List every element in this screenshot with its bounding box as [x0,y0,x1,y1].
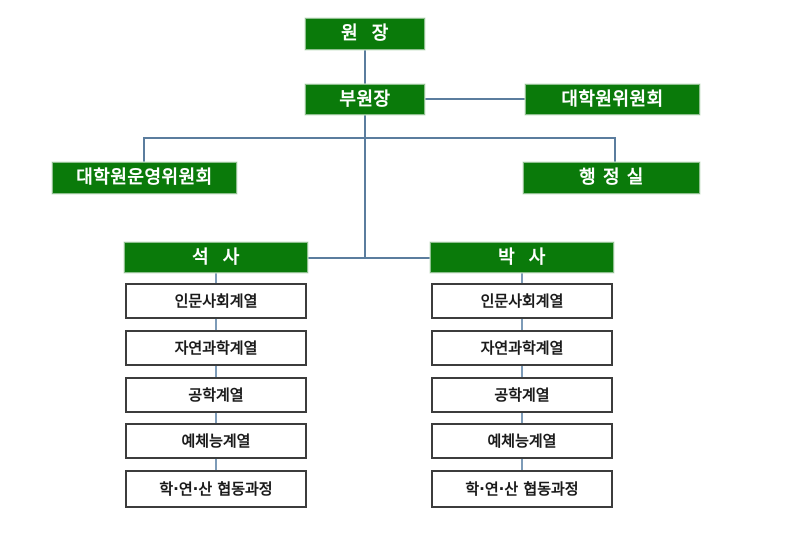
masters-program-box[interactable]: 인문사회계열 [125,283,307,319]
node-doctorate-label: 박 사 [498,246,546,268]
masters-program-box[interactable]: 자연과학계열 [125,330,307,366]
masters-program-box[interactable]: 학·연·산 협동과정 [125,470,307,508]
doctorate-program-box[interactable]: 학·연·산 협동과정 [431,470,613,508]
masters-program-label: 공학계열 [188,385,244,404]
masters-program-box[interactable]: 예체능계열 [125,423,307,459]
node-graduate-committee-label: 대학원위원회 [561,88,664,110]
connector-doctorate-spine [521,273,523,473]
doctorate-program-box[interactable]: 공학계열 [431,377,613,413]
connector-director-to-vice [364,50,366,84]
doctorate-program-label: 자연과학계열 [480,338,564,357]
masters-program-label: 자연과학계열 [174,338,258,357]
node-masters-label: 석 사 [192,246,240,268]
node-operating-committee[interactable]: 대학원운영위원회 [52,162,237,194]
connector-to-operating-committee [143,137,145,162]
doctorate-program-label: 학·연·산 협동과정 [465,479,579,498]
doctorate-program-label: 예체능계열 [487,431,557,450]
doctorate-program-label: 인문사회계열 [480,291,564,310]
doctorate-program-box[interactable]: 예체능계열 [431,423,613,459]
masters-program-label: 인문사회계열 [174,291,258,310]
node-doctorate[interactable]: 박 사 [430,242,614,273]
connector-masters-doctorate-bar [308,257,430,259]
masters-program-box[interactable]: 공학계열 [125,377,307,413]
node-director-label: 원 장 [341,23,389,44]
connector-vice-to-graduate-committee [425,98,525,100]
node-vice-director-label: 부원장 [339,88,391,110]
node-masters[interactable]: 석 사 [124,242,308,273]
connector-committee-bus [143,137,616,139]
connector-to-administration-office [614,137,616,162]
doctorate-program-box[interactable]: 인문사회계열 [431,283,613,319]
masters-program-label: 학·연·산 협동과정 [159,479,273,498]
node-operating-committee-label: 대학원운영위원회 [76,167,213,188]
doctorate-program-label: 공학계열 [494,385,550,404]
node-vice-director[interactable]: 부원장 [305,84,425,115]
node-administration-office-label: 행 정 실 [579,167,644,188]
node-director[interactable]: 원 장 [305,18,425,50]
connector-vice-trunk [364,115,366,259]
doctorate-program-box[interactable]: 자연과학계열 [431,330,613,366]
masters-program-label: 예체능계열 [181,431,251,450]
node-administration-office[interactable]: 행 정 실 [523,162,700,194]
connector-masters-spine [215,273,217,473]
node-graduate-committee[interactable]: 대학원위원회 [525,84,700,115]
